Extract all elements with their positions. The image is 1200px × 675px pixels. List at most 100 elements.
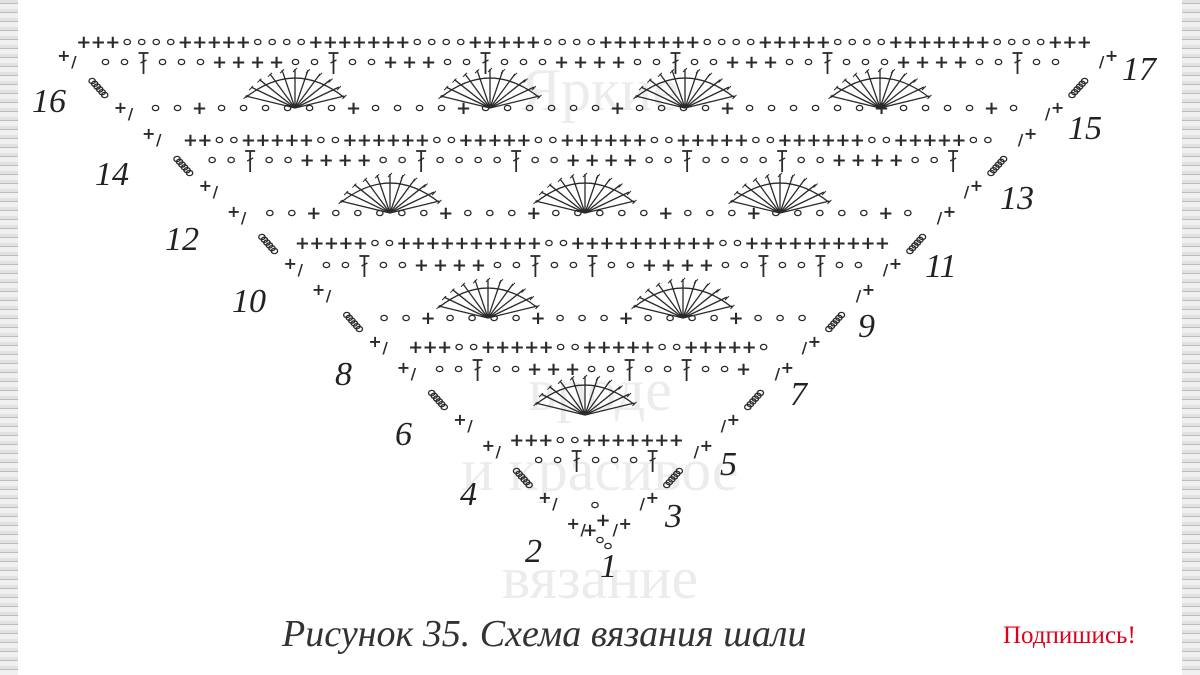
chain-stitch-symbol xyxy=(837,209,846,217)
shell-fan-symbol xyxy=(742,183,747,188)
single-crochet-symbol: + xyxy=(192,32,207,53)
single-crochet-symbol: + xyxy=(437,337,452,358)
single-crochet-symbol: + xyxy=(516,130,531,151)
chain-stitch-symbol xyxy=(436,156,444,164)
chain-stitch-symbol xyxy=(683,209,692,217)
shell-fan-symbol xyxy=(730,200,781,214)
chain-stitch-symbol xyxy=(591,456,600,464)
shell-fan-symbol xyxy=(374,173,380,179)
chain-stitch-symbol xyxy=(367,58,376,66)
single-crochet-symbol: + xyxy=(299,130,314,151)
chain-stitch-symbol xyxy=(558,38,567,46)
chain-stitch-symbol xyxy=(348,58,357,66)
shell-fan-symbol xyxy=(389,175,404,214)
single-crochet-symbol: + xyxy=(402,52,417,73)
single-crochet-symbol: + xyxy=(705,130,720,151)
shell-fan-symbol xyxy=(535,200,586,214)
single-crochet-symbol: + xyxy=(788,233,803,254)
single-crochet-symbol: + xyxy=(946,32,961,53)
single-crochet-symbol: + xyxy=(324,233,339,254)
shell-fan-symbol xyxy=(569,173,575,179)
single-crochet-symbol: + xyxy=(640,337,655,358)
chain-stitch-symbol xyxy=(617,209,626,217)
shell-fan-symbol xyxy=(557,177,563,183)
chain-stitch-symbol xyxy=(573,209,582,217)
shell-fan-symbol xyxy=(779,200,830,214)
shell-fan-symbol xyxy=(842,78,847,83)
shell-fan-symbol xyxy=(707,72,713,78)
single-crochet-symbol: + xyxy=(440,233,455,254)
shell-fan-symbol xyxy=(682,296,728,319)
edge-stitch-symbol: + xyxy=(57,46,70,65)
shell-fan-symbol xyxy=(705,282,711,288)
chain-stitch-symbol xyxy=(776,314,784,322)
single-crochet-symbol: + xyxy=(642,255,657,276)
single-crochet-symbol: + xyxy=(610,98,625,119)
subscribe-link[interactable]: Подпишись! xyxy=(1003,622,1136,649)
shell-fan-symbol xyxy=(618,183,623,188)
edge-slip-symbol: / xyxy=(241,209,247,227)
edge-slip-symbol: / xyxy=(297,261,303,279)
edge-slip-symbol: / xyxy=(128,105,134,123)
edge-slip-symbol: / xyxy=(552,495,558,513)
shell-fan-symbol xyxy=(245,95,296,109)
shell-fan-symbol xyxy=(328,78,333,83)
chain-stitch-symbol xyxy=(701,104,710,112)
chain-stitch-symbol xyxy=(877,38,886,46)
treble-stitch-symbol xyxy=(672,59,679,64)
shell-fan-symbol xyxy=(667,278,673,284)
edge-stitch-symbol: + xyxy=(1105,46,1118,65)
shell-fan-symbol xyxy=(279,68,285,74)
chain-stitch-symbol xyxy=(984,136,992,144)
shell-fan-symbol xyxy=(538,190,544,196)
single-crochet-symbol: + xyxy=(690,130,705,151)
chain-stitch-symbol xyxy=(587,38,596,46)
shell-fan-symbol xyxy=(682,280,697,319)
shell-fan-symbol xyxy=(362,177,368,183)
single-crochet-symbol: + xyxy=(680,255,695,276)
shell-fan-symbol xyxy=(389,178,416,214)
edge-slip-symbol: / xyxy=(856,287,862,305)
chain-stitch-symbol xyxy=(861,58,870,66)
chain-stitch-symbol xyxy=(930,156,938,164)
single-crochet-symbol: + xyxy=(1062,32,1077,53)
shell-fan-symbol xyxy=(400,173,406,179)
shell-fan-symbol xyxy=(487,67,493,73)
chain-stitch-symbol xyxy=(534,456,543,464)
chain-stitch-symbol xyxy=(327,104,336,112)
single-crochet-symbol: + xyxy=(598,32,613,53)
shell-fan-symbol xyxy=(462,283,489,319)
chain-stitch-symbol xyxy=(100,91,109,99)
single-crochet-symbol: + xyxy=(685,32,700,53)
chain-stitch-symbol xyxy=(658,343,666,351)
shell-fan-symbol xyxy=(487,283,514,319)
treble-stitch-symbol xyxy=(532,262,539,267)
shell-fan-symbol xyxy=(523,78,528,83)
treble-stitch-symbol xyxy=(817,262,824,267)
single-crochet-symbol: + xyxy=(953,52,968,73)
single-crochet-symbol: + xyxy=(719,130,734,151)
single-crochet-symbol: + xyxy=(611,337,626,358)
chain-stitch-symbol xyxy=(543,38,552,46)
shell-fan-symbol xyxy=(866,70,881,109)
single-crochet-symbol: + xyxy=(509,430,524,451)
shell-fan-symbol xyxy=(258,79,296,109)
chain-stitch-symbol xyxy=(733,239,742,247)
shell-fan-symbol xyxy=(626,190,632,196)
shell-fan-symbol xyxy=(684,95,735,109)
shell-fan-symbol xyxy=(441,295,447,301)
chain-stitch-symbol xyxy=(778,261,787,269)
single-crochet-symbol: + xyxy=(546,359,561,380)
shell-fan-symbol xyxy=(489,86,535,109)
shell-fan-symbol xyxy=(647,78,652,83)
edge-stitch-symbol: + xyxy=(142,124,155,143)
chain-stitch-symbol xyxy=(427,38,436,46)
chain-stitch-symbol xyxy=(353,209,362,217)
shell-fan-symbol xyxy=(257,78,262,83)
edge-slip-symbol: / xyxy=(802,339,808,357)
single-crochet-symbol: + xyxy=(192,98,207,119)
single-crochet-symbol: + xyxy=(269,52,284,73)
single-crochet-symbol: + xyxy=(421,52,436,73)
single-crochet-symbol: + xyxy=(438,203,453,224)
shell-fan-symbol xyxy=(607,177,613,183)
